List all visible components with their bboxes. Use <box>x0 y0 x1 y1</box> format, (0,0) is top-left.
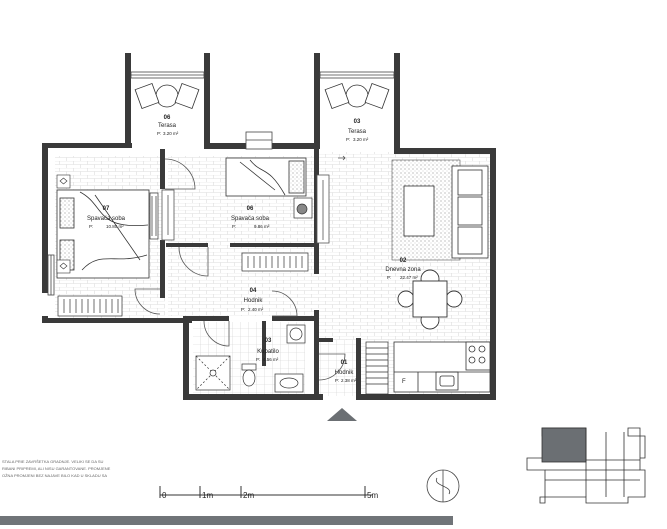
dining-table-icon <box>397 269 463 330</box>
compass-icon <box>426 469 460 503</box>
room-label-living-02: 02 Dnevna zona P: 22.47 m² <box>385 258 421 280</box>
terrace-chair-icon <box>134 83 390 109</box>
washing-machine-icon <box>286 324 306 344</box>
windows <box>47 71 395 296</box>
room-label-hallway-01: 01 Hodnik P: 2.38 m² <box>335 360 357 383</box>
svg-text:OŽNA PROMJENI BEZ NAJAVE BILO: OŽNA PROMJENI BEZ NAJAVE BILO KAD U SKLA… <box>2 473 107 478</box>
svg-text:03: 03 <box>354 119 361 125</box>
svg-text:3.20 m²: 3.20 m² <box>353 137 369 142</box>
svg-text:2.40 m²: 2.40 m² <box>248 307 264 312</box>
svg-text:Hodnik: Hodnik <box>244 298 264 304</box>
svg-text:RIBANI PRIPREMI, ALI NISU GARA: RIBANI PRIPREMI, ALI NISU GARANTOVANE. P… <box>2 466 111 471</box>
desk-chair-icon <box>293 197 313 219</box>
fridge-label: F <box>402 379 406 385</box>
svg-text:P:: P: <box>256 357 260 362</box>
svg-text:9.86 m²: 9.86 m² <box>254 224 270 229</box>
coffee-table-icon <box>403 185 435 237</box>
svg-text:Terasa: Terasa <box>348 129 367 135</box>
walls <box>42 53 496 400</box>
key-highlight-unit <box>541 427 587 463</box>
double-bed-icon <box>56 189 150 279</box>
scale-tick-label: 1m <box>202 491 213 500</box>
svg-text:07: 07 <box>103 206 110 212</box>
svg-text:03: 03 <box>265 338 272 344</box>
wardrobe-icon <box>365 341 389 395</box>
disclaimer-text: STALA PRIE ZAVRŠETKA GRADNJE. VELIKI SE … <box>2 459 111 478</box>
room-label-bedroom-07: 07 Spavaća soba P: 10.80 m² <box>87 206 126 229</box>
kitchen-counter-icon <box>393 341 491 393</box>
svg-text:P:: P: <box>232 224 236 229</box>
svg-text:10.80 m²: 10.80 m² <box>106 224 124 229</box>
svg-text:P:: P: <box>335 378 339 383</box>
room-label-hallway-04: 04 Hodnik P: 2.40 m² <box>241 288 264 312</box>
wardrobe-icon <box>241 252 309 272</box>
svg-text:P:: P: <box>241 307 245 312</box>
svg-text:P:: P: <box>157 131 161 136</box>
svg-text:3.20 m²: 3.20 m² <box>163 131 179 136</box>
svg-text:06: 06 <box>164 115 171 121</box>
toilet-icon <box>241 363 257 387</box>
svg-text:Terasa: Terasa <box>158 123 177 129</box>
room-label-bedroom-06: 06 Spavaća soba P: 9.86 m² <box>231 206 270 229</box>
room-label-bathroom-03: 03 Kupatilo P: 4.56 m² <box>256 338 280 362</box>
svg-text:Hodnik: Hodnik <box>335 370 355 376</box>
svg-text:P:: P: <box>89 224 93 229</box>
room-label-terrace-03: 03 Terasa P: 3.20 m² <box>346 119 369 142</box>
single-bed-icon <box>225 157 307 197</box>
doors <box>134 155 346 381</box>
wardrobe-icon <box>57 192 159 317</box>
sofa-icon <box>451 165 489 259</box>
svg-text:Kupatilo: Kupatilo <box>257 349 279 355</box>
svg-text:Spavaća soba: Spavaća soba <box>87 216 126 222</box>
svg-text:06: 06 <box>247 206 254 212</box>
sink-icon <box>274 373 304 393</box>
svg-text:STALA PRIE ZAVRŠETKA GRADNJE.: STALA PRIE ZAVRŠETKA GRADNJE. VELIKI SE … <box>2 459 104 464</box>
scale-tick-label: 0 <box>162 491 167 500</box>
svg-text:Dnevna zona: Dnevna zona <box>385 267 421 273</box>
scale-bar <box>159 486 372 498</box>
shower-icon <box>195 355 231 391</box>
scale-tick-label: 2m <box>243 491 254 500</box>
svg-text:22.47 m²: 22.47 m² <box>400 275 418 280</box>
svg-text:Spavaća soba: Spavaća soba <box>231 216 270 222</box>
svg-text:2.38 m²: 2.38 m² <box>341 378 357 383</box>
svg-text:01: 01 <box>341 360 348 366</box>
svg-text:P:: P: <box>387 275 391 280</box>
building-key-map <box>526 427 646 504</box>
scale-tick-label: 5m <box>367 491 378 500</box>
svg-text:04: 04 <box>250 288 257 294</box>
room-label-terrace-06: 06 Terasa P: 3.20 m² <box>157 115 179 136</box>
svg-text:4.56 m²: 4.56 m² <box>263 357 279 362</box>
nightstand-icon <box>56 174 71 274</box>
footer-bar <box>0 516 453 525</box>
entrance-arrow-icon <box>327 408 357 421</box>
svg-text:02: 02 <box>400 258 407 264</box>
svg-text:P:: P: <box>346 137 350 142</box>
